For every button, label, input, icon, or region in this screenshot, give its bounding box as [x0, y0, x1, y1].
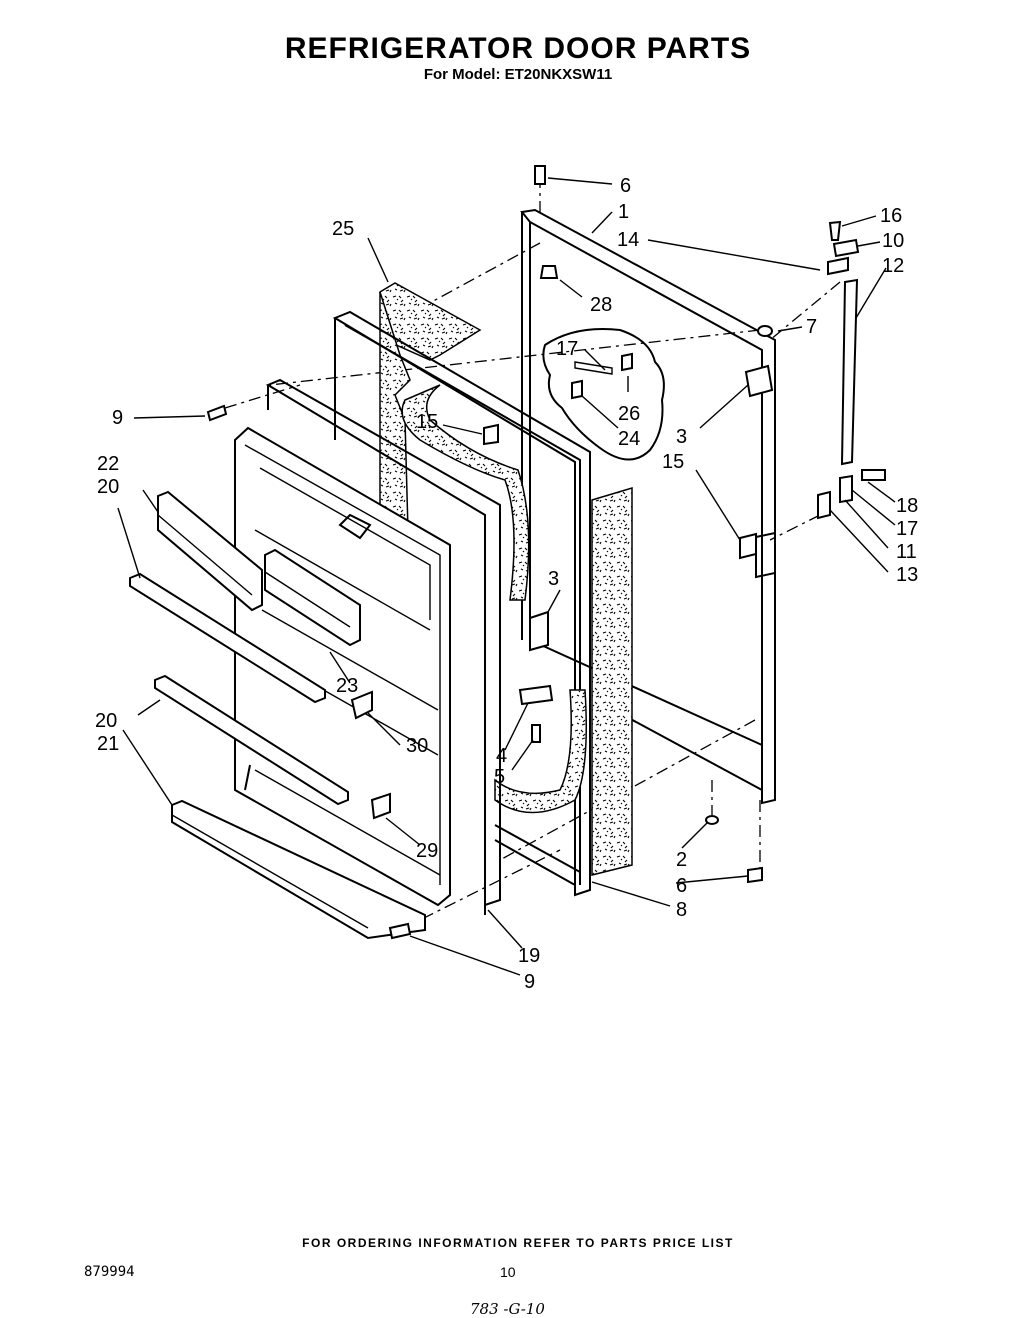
callout-30: 30	[406, 735, 428, 757]
leader-lines	[117, 177, 896, 976]
callout-15-right: 15	[662, 451, 684, 473]
callout-13: 13	[896, 564, 918, 586]
outer-door-panel	[520, 208, 776, 805]
callout-6-top: 6	[620, 175, 631, 197]
callout-11: 11	[896, 541, 917, 563]
ordering-note: FOR ORDERING INFORMATION REFER TO PARTS …	[302, 1236, 734, 1250]
door-liner	[234, 378, 501, 915]
callout-17-detail: 17	[556, 338, 578, 360]
callout-10: 10	[882, 230, 904, 252]
door-shelves	[129, 490, 426, 940]
callout-12: 12	[882, 255, 904, 277]
callout-20-lower: 20	[95, 710, 117, 732]
callout-22: 22	[97, 453, 119, 475]
callout-labels: 6 1 14 16 10 12 7 25 28 17 26 24 3 15 15…	[95, 175, 918, 993]
callout-29: 29	[416, 840, 438, 862]
insulation-foam-inner	[401, 384, 587, 814]
callout-6-bottom: 6	[676, 875, 687, 897]
callout-17: 17	[896, 518, 918, 540]
callout-2: 2	[676, 849, 687, 871]
callout-14: 14	[617, 229, 639, 251]
callout-4: 4	[496, 745, 507, 767]
callout-25: 25	[332, 218, 354, 240]
callout-19: 19	[518, 945, 540, 967]
callout-8: 8	[676, 899, 687, 921]
callout-1: 1	[618, 201, 629, 223]
callout-28: 28	[590, 294, 612, 316]
handwritten-note: 783 -G-10	[470, 1300, 545, 1318]
callout-3-lower: 3	[548, 568, 559, 590]
callout-9-left: 9	[112, 407, 123, 429]
callout-9-bottom: 9	[524, 971, 535, 993]
callout-20-upper: 20	[97, 476, 119, 498]
callout-7: 7	[806, 316, 817, 338]
callout-16: 16	[880, 205, 902, 227]
page-title: REFRIGERATOR DOOR PARTS	[284, 32, 752, 65]
document-number: 879994	[84, 1264, 135, 1280]
callout-5: 5	[494, 766, 505, 788]
hardware-parts	[206, 165, 886, 940]
callout-15-center: 15	[416, 411, 438, 433]
callout-26: 26	[618, 403, 640, 425]
callout-23: 23	[336, 675, 358, 697]
callout-21: 21	[97, 733, 119, 755]
insulation-foam-right	[591, 486, 633, 876]
callout-24: 24	[618, 428, 640, 450]
callout-3-upper: 3	[676, 426, 687, 448]
page-number: 10	[500, 1264, 516, 1280]
callout-18: 18	[896, 495, 918, 517]
model-subtitle: For Model: ET20NKXSW11	[423, 66, 613, 83]
